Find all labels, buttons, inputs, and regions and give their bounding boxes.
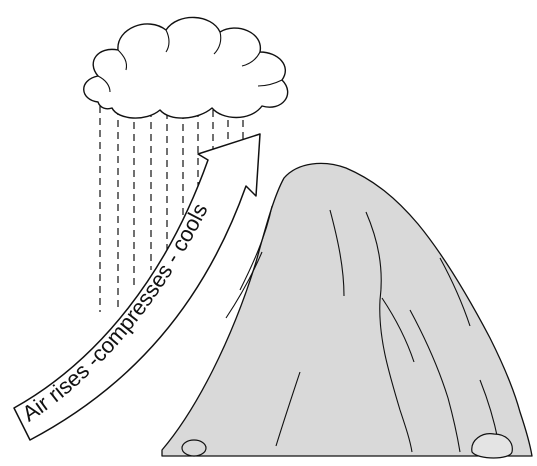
boulder-right xyxy=(472,434,513,458)
arrow-label: Air rises -compresses - cools xyxy=(18,199,213,426)
cloud xyxy=(84,17,288,118)
boulder-left xyxy=(182,440,206,456)
